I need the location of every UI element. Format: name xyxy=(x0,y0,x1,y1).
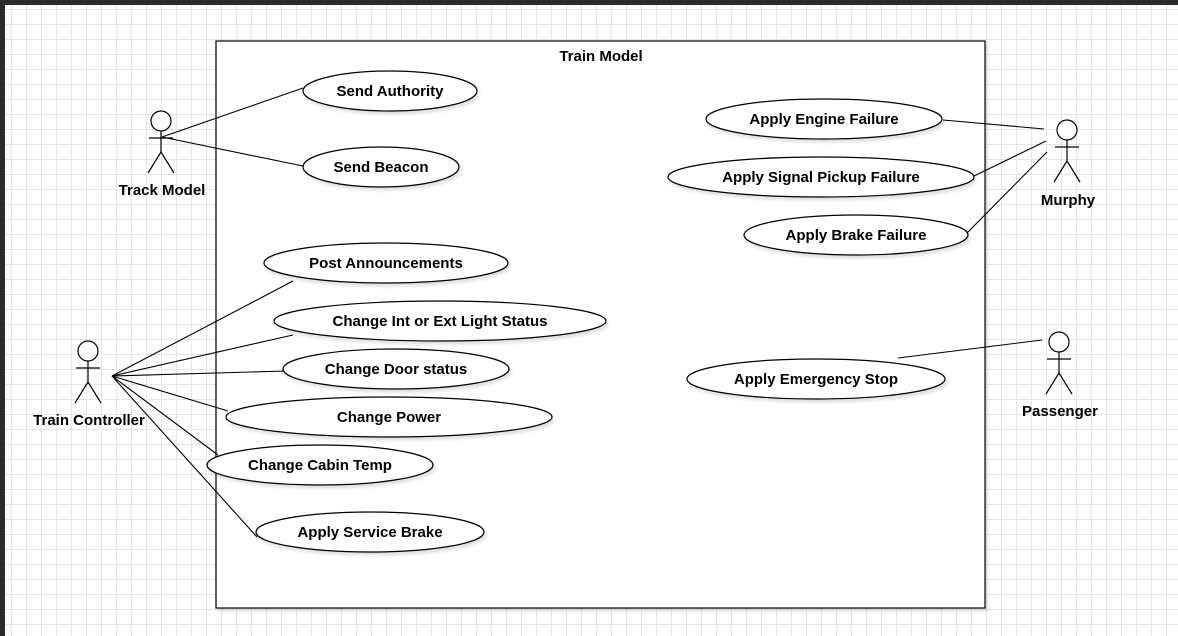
actor-head xyxy=(1056,119,1078,141)
assoc-track-send-authority[interactable] xyxy=(161,87,304,138)
use-case-label: Apply Emergency Stop xyxy=(734,371,898,388)
use-case-send-beacon[interactable]: Send Beacon xyxy=(302,146,460,188)
actor-label-train-controller: Train Controller xyxy=(33,412,145,429)
system-title: Train Model xyxy=(559,48,642,65)
actor-label-murphy: Murphy xyxy=(1041,192,1096,209)
use-case-label: Apply Brake Failure xyxy=(786,227,927,244)
actor-murphy[interactable] xyxy=(1053,119,1081,183)
assoc-controller-light-status[interactable] xyxy=(111,334,294,377)
use-case-label: Change Power xyxy=(337,409,441,426)
use-case-post-announcements[interactable]: Post Announcements xyxy=(263,242,509,284)
assoc-controller-post-announcements[interactable] xyxy=(111,280,294,377)
actor-train-controller[interactable] xyxy=(74,340,102,404)
use-case-label: Send Beacon xyxy=(333,159,428,176)
actor-head xyxy=(1048,331,1070,353)
use-case-apply-signal-pickup-failure[interactable]: Apply Signal Pickup Failure xyxy=(667,156,975,198)
actor-track-model[interactable] xyxy=(147,110,175,174)
use-case-label: Post Announcements xyxy=(309,255,463,272)
use-case-label: Apply Signal Pickup Failure xyxy=(722,169,920,186)
use-case-label: Change Door status xyxy=(325,361,468,378)
use-case-change-cabin-temp[interactable]: Change Cabin Temp xyxy=(206,444,434,486)
use-case-label: Apply Engine Failure xyxy=(749,111,898,128)
actor-label-track-model: Track Model xyxy=(119,182,206,199)
use-case-label: Send Authority xyxy=(337,83,445,100)
use-case-label: Change Int or Ext Light Status xyxy=(332,313,547,330)
use-case-send-authority[interactable]: Send Authority xyxy=(302,70,478,112)
actor-head xyxy=(150,110,172,132)
use-case-change-light-status[interactable]: Change Int or Ext Light Status xyxy=(273,300,607,342)
assoc-murphy-brake-failure[interactable] xyxy=(966,151,1048,234)
assoc-controller-service-brake[interactable] xyxy=(111,375,258,538)
assoc-track-send-beacon[interactable] xyxy=(161,136,304,167)
use-case-apply-service-brake[interactable]: Apply Service Brake xyxy=(255,511,485,553)
use-case-label: Change Cabin Temp xyxy=(248,457,392,474)
use-case-apply-emergency-stop[interactable]: Apply Emergency Stop xyxy=(686,358,946,400)
use-case-change-door-status[interactable]: Change Door status xyxy=(282,348,510,390)
use-case-apply-engine-failure[interactable]: Apply Engine Failure xyxy=(705,98,943,140)
assoc-passenger-emergency-stop[interactable] xyxy=(897,339,1043,359)
assoc-murphy-signal-pickup-failure[interactable] xyxy=(971,140,1047,178)
use-case-apply-brake-failure[interactable]: Apply Brake Failure xyxy=(743,214,969,256)
actor-label-passenger: Passenger xyxy=(1022,403,1098,420)
assoc-controller-power[interactable] xyxy=(111,375,229,412)
assoc-controller-door-status[interactable] xyxy=(111,370,286,377)
assoc-controller-cabin-temp[interactable] xyxy=(111,375,219,456)
actor-passenger[interactable] xyxy=(1045,331,1073,395)
use-case-label: Apply Service Brake xyxy=(297,524,442,541)
use-case-change-power[interactable]: Change Power xyxy=(225,396,553,438)
assoc-murphy-engine-failure[interactable] xyxy=(942,119,1045,130)
associations xyxy=(111,87,1048,538)
actor-head xyxy=(77,340,99,362)
